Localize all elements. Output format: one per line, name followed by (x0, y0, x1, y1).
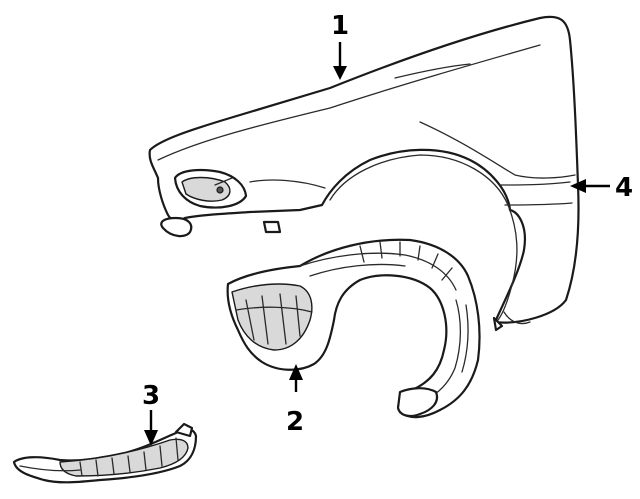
callout-3: 3 (142, 381, 160, 446)
callout-label-3: 3 (142, 381, 160, 411)
callout-4: 4 (570, 173, 633, 203)
fender-part (148, 15, 580, 332)
fender-liner-part (226, 238, 481, 419)
callout-2: 2 (286, 364, 304, 437)
callout-label-2: 2 (286, 407, 304, 437)
callout-label-1: 1 (331, 11, 349, 41)
splash-shield-part (12, 422, 198, 484)
callout-1: 1 (331, 11, 349, 80)
callout-label-4: 4 (615, 173, 633, 203)
